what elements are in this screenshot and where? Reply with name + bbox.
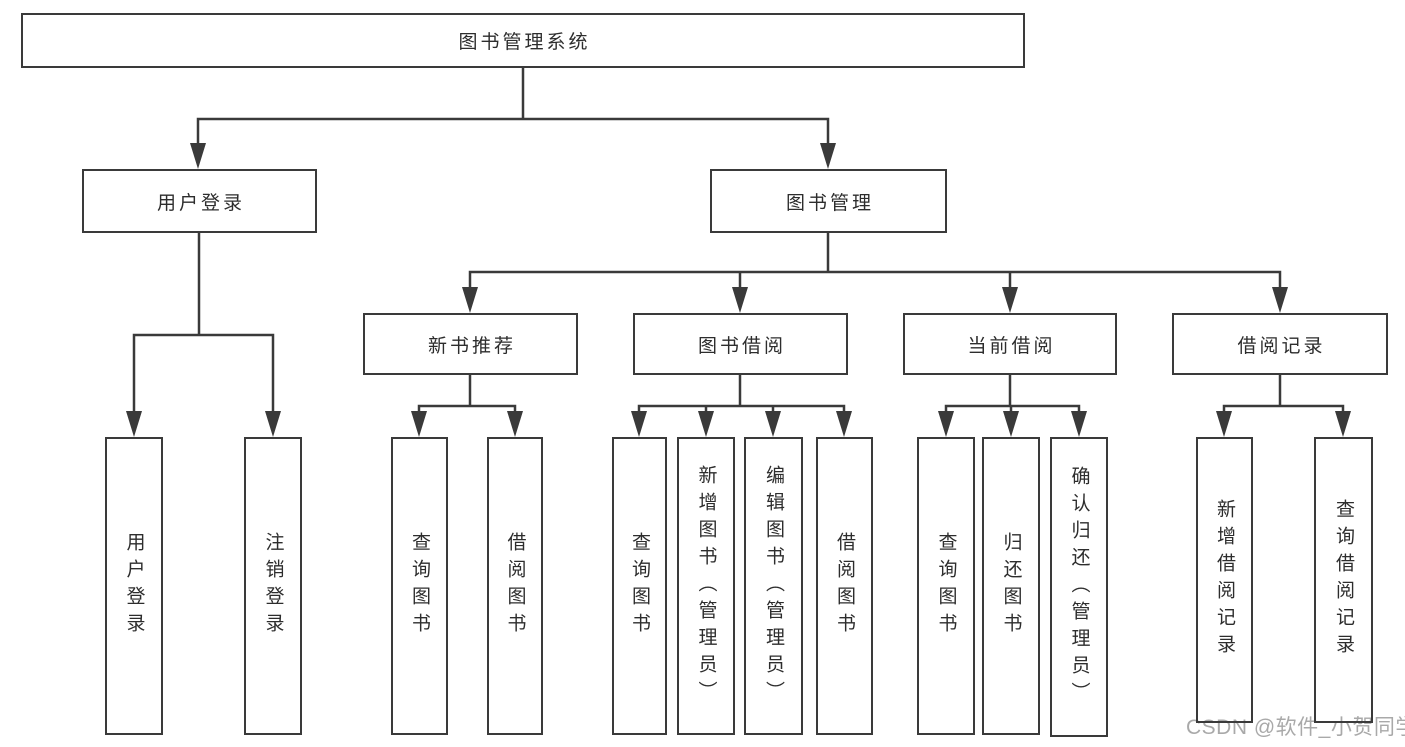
node-new-book-recommendation: 新书推荐 [363,313,578,375]
node-label: 借阅图书 [504,532,526,640]
node-label: 注销登录 [262,532,284,640]
node-label: 借阅图书 [834,532,855,640]
leaf-borrow-books: 借阅图书 [816,437,873,735]
leaf-query-books-borrow: 查询图书 [612,437,667,735]
node-book-borrowing: 图书借阅 [633,313,848,375]
node-label: 查询图书 [409,532,430,640]
node-borrowing-records: 借阅记录 [1172,313,1388,375]
node-label: 新书推荐 [427,335,516,357]
node-label: 查询借阅记录 [1333,499,1354,661]
leaf-edit-books-admin: 编辑图书（管理员） [744,437,803,735]
leaf-add-books-admin: 新增图书（管理员） [677,437,735,735]
leaf-query-borrow-record: 查询借阅记录 [1314,437,1373,723]
node-label: 用户登录 [123,532,145,640]
node-label: 用户登录 [156,192,245,214]
node-label: 新增借阅记录 [1214,499,1235,661]
node-label: 当前借阅 [967,335,1056,357]
leaf-add-borrow-record: 新增借阅记录 [1196,437,1253,723]
node-label: 图书管理系统 [458,32,591,53]
node-label: 查询图书 [935,532,957,640]
arrowheads [126,143,1351,437]
node-label: 查询图书 [629,532,650,640]
leaf-confirm-return-admin: 确认归还（管理员） [1050,437,1108,737]
node-label: 确认归还（管理员） [1068,465,1090,709]
leaf-borrow-books-recommend: 借阅图书 [487,437,543,735]
leaf-return-books: 归还图书 [982,437,1040,735]
leaf-query-books-recommend: 查询图书 [391,437,448,735]
leaf-user-login: 用户登录 [105,437,163,735]
node-label: 新增图书（管理员） [695,464,717,708]
node-library-management-system: 图书管理系统 [21,13,1025,68]
node-label: 图书管理 [785,192,874,214]
node-label: 图书借阅 [697,335,786,357]
node-user-login: 用户登录 [82,169,317,233]
node-label: 借阅记录 [1237,335,1326,357]
node-current-borrowing: 当前借阅 [903,313,1117,375]
leaf-logout: 注销登录 [244,437,302,735]
leaf-query-books-current: 查询图书 [917,437,975,735]
node-book-management: 图书管理 [710,169,947,233]
node-label: 归还图书 [1000,532,1022,640]
node-label: 编辑图书（管理员） [763,464,784,708]
